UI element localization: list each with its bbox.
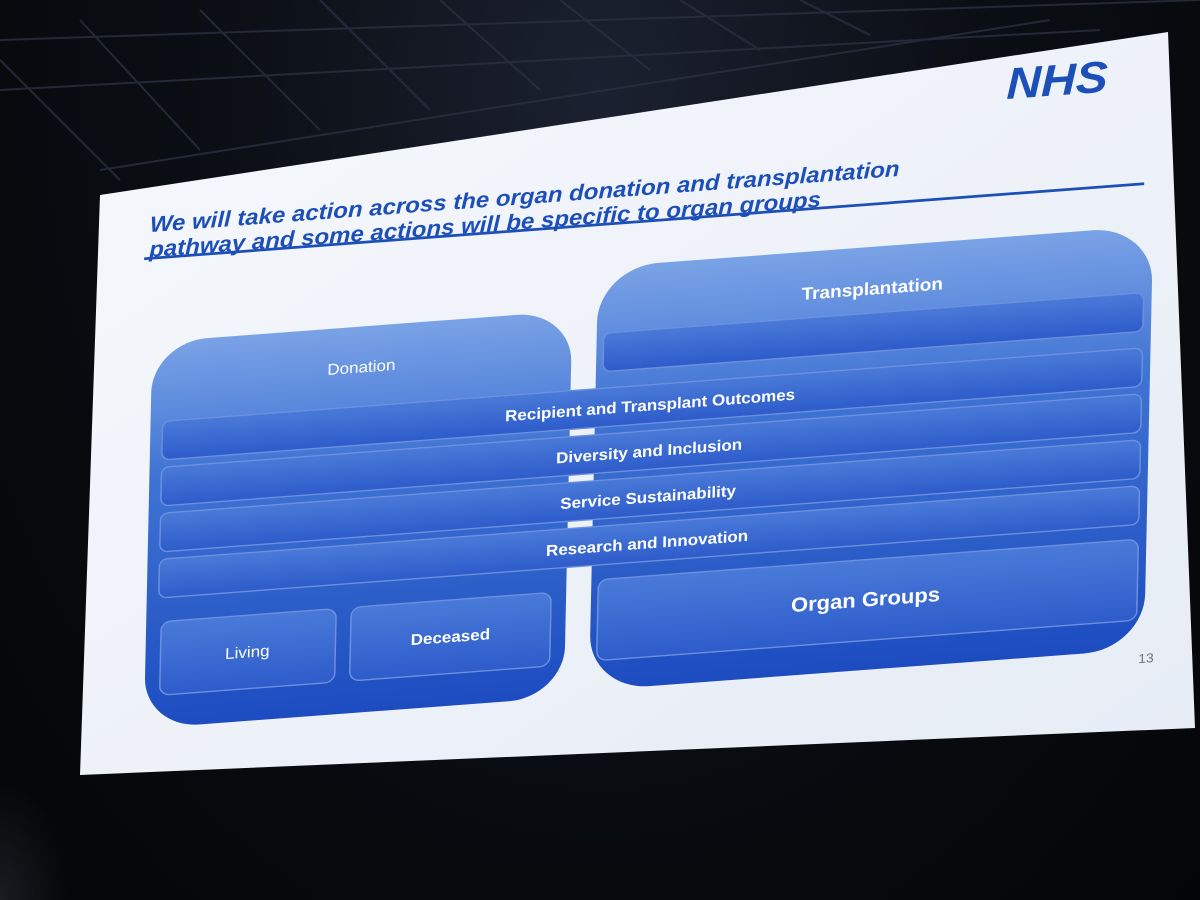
deceased-label: Deceased (411, 626, 491, 649)
living-label: Living (225, 642, 270, 663)
nhs-logo: NHS (1006, 51, 1109, 108)
deceased-box (349, 592, 552, 681)
donation-label: Donation (327, 357, 395, 379)
ceiling-truss (0, 0, 1200, 181)
transplantation-top-band (602, 292, 1145, 372)
band-diversity (160, 393, 1143, 507)
band-outcomes (161, 347, 1144, 461)
organ-groups-box (596, 539, 1139, 661)
pathway-bands: Recipient and Transplant Outcomes Divers… (158, 347, 1144, 599)
title-rule (144, 182, 1145, 261)
band-sustainability (159, 439, 1142, 553)
band-research (158, 485, 1141, 599)
page-number: 13 (1138, 651, 1154, 667)
foreground-shadow (0, 780, 70, 900)
living-box (159, 608, 337, 696)
